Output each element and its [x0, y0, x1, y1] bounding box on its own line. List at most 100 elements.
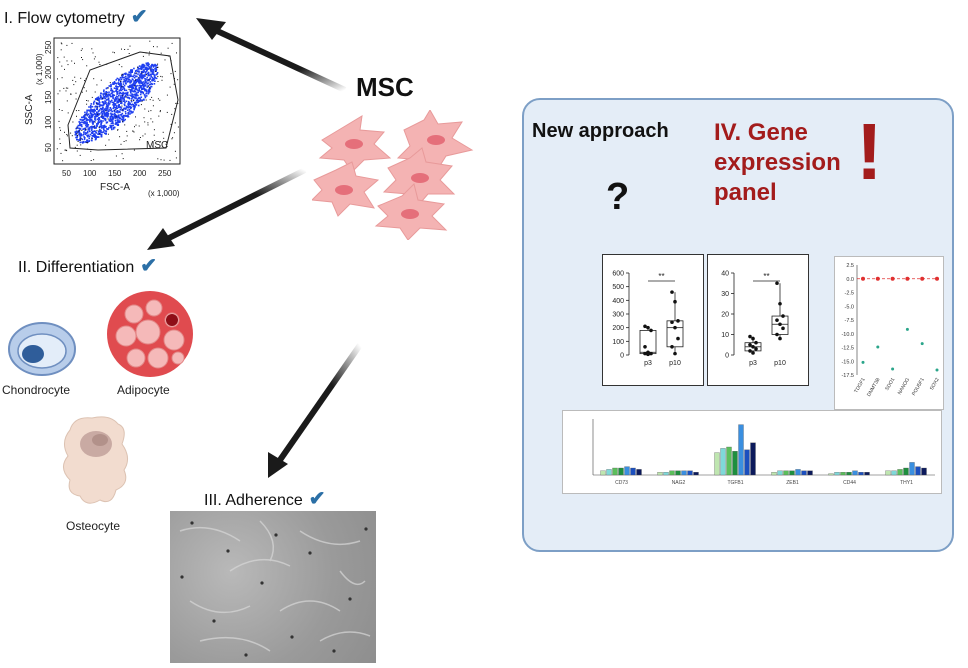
flow-event-dot [119, 97, 121, 100]
flow-event-dot [100, 125, 102, 127]
msc-nucleus [401, 209, 419, 219]
flow-event-dot [123, 119, 125, 122]
x-tick: 200 [133, 169, 147, 178]
flow-event-dot [75, 81, 77, 83]
flow-event-dot [134, 93, 136, 96]
flow-event-dot [131, 78, 134, 80]
flow-event-dot [151, 79, 153, 82]
flow-event-dot [100, 92, 102, 95]
data-point [670, 320, 674, 324]
flow-event-dot [96, 108, 99, 110]
flow-event-dot [175, 157, 177, 159]
flow-event-dot [148, 85, 150, 87]
flow-event-dot [130, 106, 133, 109]
flow-event-dot [97, 133, 99, 135]
flow-event-dot [163, 159, 165, 161]
flow-event-dot [132, 84, 134, 86]
flow-event-dot [96, 124, 98, 126]
control-point [875, 276, 880, 281]
flow-event-dot [96, 112, 98, 115]
flow-event-dot [100, 120, 102, 123]
flow-event-dot [95, 136, 98, 138]
flow-event-dot [82, 119, 84, 121]
flow-event-dot [121, 116, 124, 118]
flow-event-dot [132, 105, 135, 108]
flow-event-dot [103, 95, 105, 98]
flow-event-dot [103, 111, 105, 113]
flow-event-dot [102, 126, 105, 128]
flow-event-dot [89, 115, 91, 117]
flow-event-dot [122, 158, 124, 160]
flow-event-dot [61, 77, 63, 79]
flow-event-dot [83, 136, 85, 138]
flow-event-dot [126, 130, 128, 132]
flow-event-dot [100, 134, 103, 136]
flow-event-dot [105, 128, 108, 130]
flow-event-dot [138, 88, 141, 91]
flow-event-dot [117, 97, 119, 100]
flow-event-dot [116, 110, 119, 112]
bar [915, 466, 921, 476]
flow-event-dot [80, 137, 82, 139]
flow-event-dot [127, 77, 130, 79]
flow-event-dot [129, 45, 131, 47]
flow-event-dot [118, 117, 121, 119]
data-point [646, 325, 650, 330]
adipocyte-icon [107, 291, 193, 377]
flow-event-dot [104, 113, 106, 116]
flow-event-dot [113, 116, 115, 118]
bar [858, 472, 864, 476]
y-tick: 200 [44, 65, 53, 79]
flow-event-dot [150, 82, 153, 85]
flow-event-dot [169, 159, 171, 161]
flow-event-dot [130, 112, 132, 114]
flow-event-dot [129, 102, 131, 105]
data-point [876, 345, 880, 349]
flow-event-dot [99, 64, 101, 65]
flow-event-dot [146, 82, 148, 85]
flow-event-dot [57, 93, 59, 95]
flow-event-dot [101, 98, 103, 100]
flow-event-dot [114, 103, 117, 105]
flow-event-dot [111, 120, 114, 123]
flow-event-dot [70, 93, 72, 95]
flow-event-dot [136, 101, 138, 104]
flow-event-dot [113, 106, 115, 109]
flow-event-dot [116, 77, 119, 80]
flow-event-dot [165, 143, 167, 145]
flow-event-dot [142, 65, 144, 67]
gene-title-line: panel [714, 179, 777, 206]
flow-event-dot [83, 118, 86, 121]
bar [801, 470, 807, 476]
flow-event-dot [115, 97, 118, 100]
flow-event-dot [92, 103, 95, 105]
flow-event-dot [95, 115, 97, 118]
flow-event-dot [148, 88, 151, 90]
flow-event-dot [124, 101, 126, 104]
flow-event-dot [118, 105, 120, 107]
flow-event-dot [148, 65, 150, 68]
flow-event-dot [143, 70, 145, 72]
flow-event-dot [98, 128, 101, 131]
control-point [935, 276, 939, 281]
flow-event-dot [99, 96, 102, 99]
control-point [890, 276, 895, 281]
flow-event-dot [112, 128, 115, 130]
flow-event-dot [144, 71, 146, 73]
flow-event-dot [78, 124, 81, 127]
flow-event-dot [137, 66, 139, 69]
flow-event-dot [147, 72, 150, 74]
adipocyte-label: Adipocyte [117, 383, 170, 397]
flow-event-dot [86, 125, 88, 128]
flow-event-dot [115, 85, 118, 87]
flow-event-dot [92, 52, 94, 54]
flow-event-dot [97, 114, 99, 117]
flow-event-dot [86, 139, 88, 142]
flow-event-dot [123, 98, 125, 101]
data-point [670, 345, 674, 349]
flow-event-dot [98, 101, 101, 104]
flow-event-dot [91, 110, 94, 113]
flow-event-dot [134, 101, 137, 104]
flow-event-dot [157, 158, 159, 160]
flow-event-dot [123, 88, 126, 90]
